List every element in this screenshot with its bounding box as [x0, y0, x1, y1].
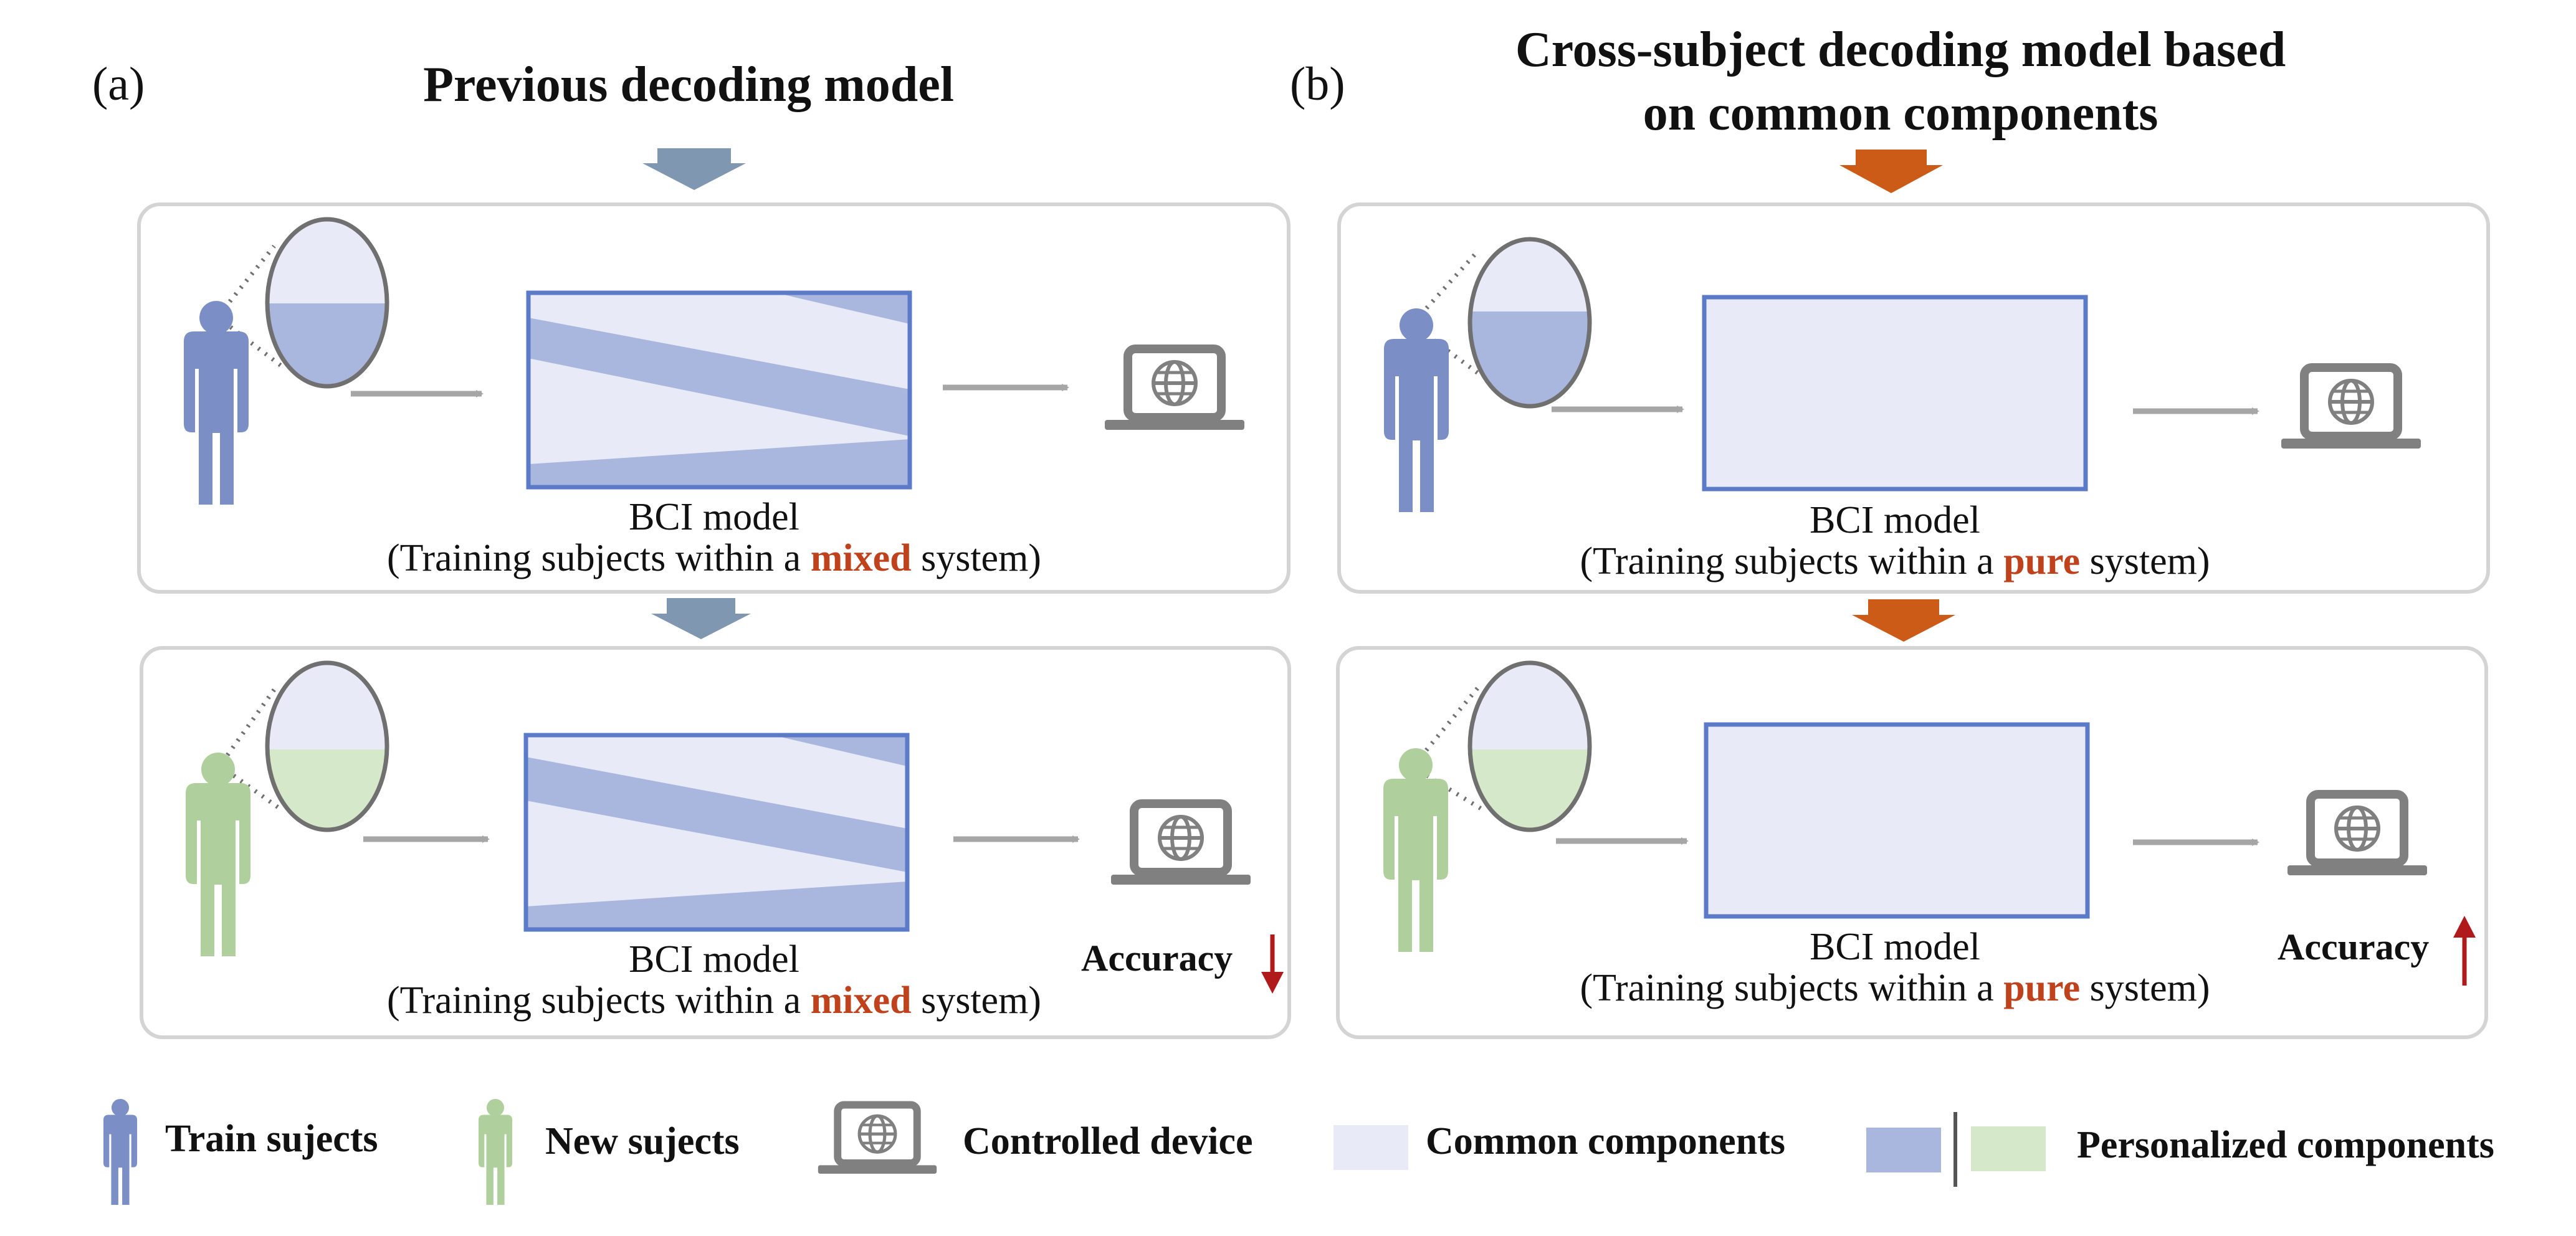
legend-common-components-label: Common components [1426, 1120, 1785, 1162]
panel-b-title-line2: on common components [1643, 86, 2159, 141]
panel-b-top-box: BCI model (Training subjects within a pu… [1337, 202, 2490, 594]
new-subject-person-icon [478, 1098, 513, 1205]
oval-dotted-connector [1419, 250, 1485, 379]
panel-b-letter: (b) [1290, 58, 1345, 110]
legend-personalized-components: Personalized components [1866, 1112, 2494, 1187]
common-components-swatch [1333, 1125, 1408, 1170]
bci-model-box-mixed [526, 290, 912, 490]
panel-a-flow-arrow-middle [651, 598, 751, 639]
panel-a-title: Previous decoding model [423, 57, 954, 112]
legend: Train sujects New sujects Controlled dev… [103, 1098, 2494, 1205]
bci-model-caption: (Training subjects within a pure system) [1580, 967, 2210, 1009]
train-subject-person-icon [103, 1098, 138, 1205]
accuracy-arrow-up-icon [2453, 916, 2476, 986]
accuracy-label: Accuracy [2278, 926, 2429, 967]
controlled-device-laptop-globe-icon [818, 1105, 937, 1174]
bci-model-label: BCI model [1810, 499, 1980, 541]
bci-model-box-mixed [523, 733, 910, 932]
panel-a-flow-arrow-top [642, 148, 746, 190]
panel-b-title-line1: Cross-subject decoding model based [1515, 22, 2286, 77]
caption-emphasis-mixed: mixed [811, 979, 912, 1022]
legend-train-subjects: Train sujects [103, 1098, 378, 1205]
caption-emphasis-pure: pure [2003, 967, 2080, 1009]
bci-model-label: BCI model [629, 938, 799, 981]
bci-model-label: BCI model [1810, 926, 1980, 968]
panel-a-letter: (a) [92, 58, 145, 110]
bci-model-label: BCI model [629, 496, 799, 538]
legend-common-components: Common components [1333, 1120, 1785, 1170]
bci-model-caption: (Training subjects within a mixed system… [387, 537, 1041, 579]
legend-train-subjects-label: Train sujects [165, 1118, 378, 1160]
bci-model-box-pure [1702, 295, 2088, 492]
legend-personalized-components-label: Personalized components [2077, 1124, 2494, 1166]
panel-b: (b) Cross-subject decoding model based o… [1290, 22, 2490, 1039]
personalized-green-swatch [1971, 1126, 2046, 1171]
legend-new-subjects: New sujects [478, 1098, 740, 1205]
panel-a-top-box: BCI model (Training subjects within a mi… [137, 202, 1290, 594]
panel-b-bottom-box: Accuracy BCI model (Training subjects wi… [1336, 646, 2488, 1039]
panel-a-bottom-box: Accuracy BCI model (Training subjects wi… [140, 646, 1291, 1039]
bci-model-caption: (Training subjects within a pure system) [1580, 540, 2210, 582]
panel-b-flow-arrow-middle [1852, 599, 1955, 642]
bci-model-box-pure [1704, 722, 2090, 919]
panel-a: (a) Previous decoding model [92, 57, 1291, 1039]
oval-dotted-connector [226, 683, 284, 812]
panel-b-flow-arrow-top [1839, 150, 1943, 193]
legend-new-subjects-label: New sujects [545, 1120, 740, 1162]
accuracy-label: Accuracy [1081, 938, 1233, 979]
caption-emphasis-pure: pure [2003, 540, 2080, 582]
accuracy-arrow-down-icon [1261, 934, 1284, 994]
bci-model-caption: (Training subjects within a mixed system… [387, 979, 1041, 1022]
personalized-blue-swatch [1866, 1128, 1941, 1172]
legend-controlled-device: Controlled device [818, 1105, 1253, 1174]
legend-controlled-device-label: Controlled device [963, 1120, 1253, 1162]
caption-emphasis-mixed: mixed [811, 537, 912, 579]
